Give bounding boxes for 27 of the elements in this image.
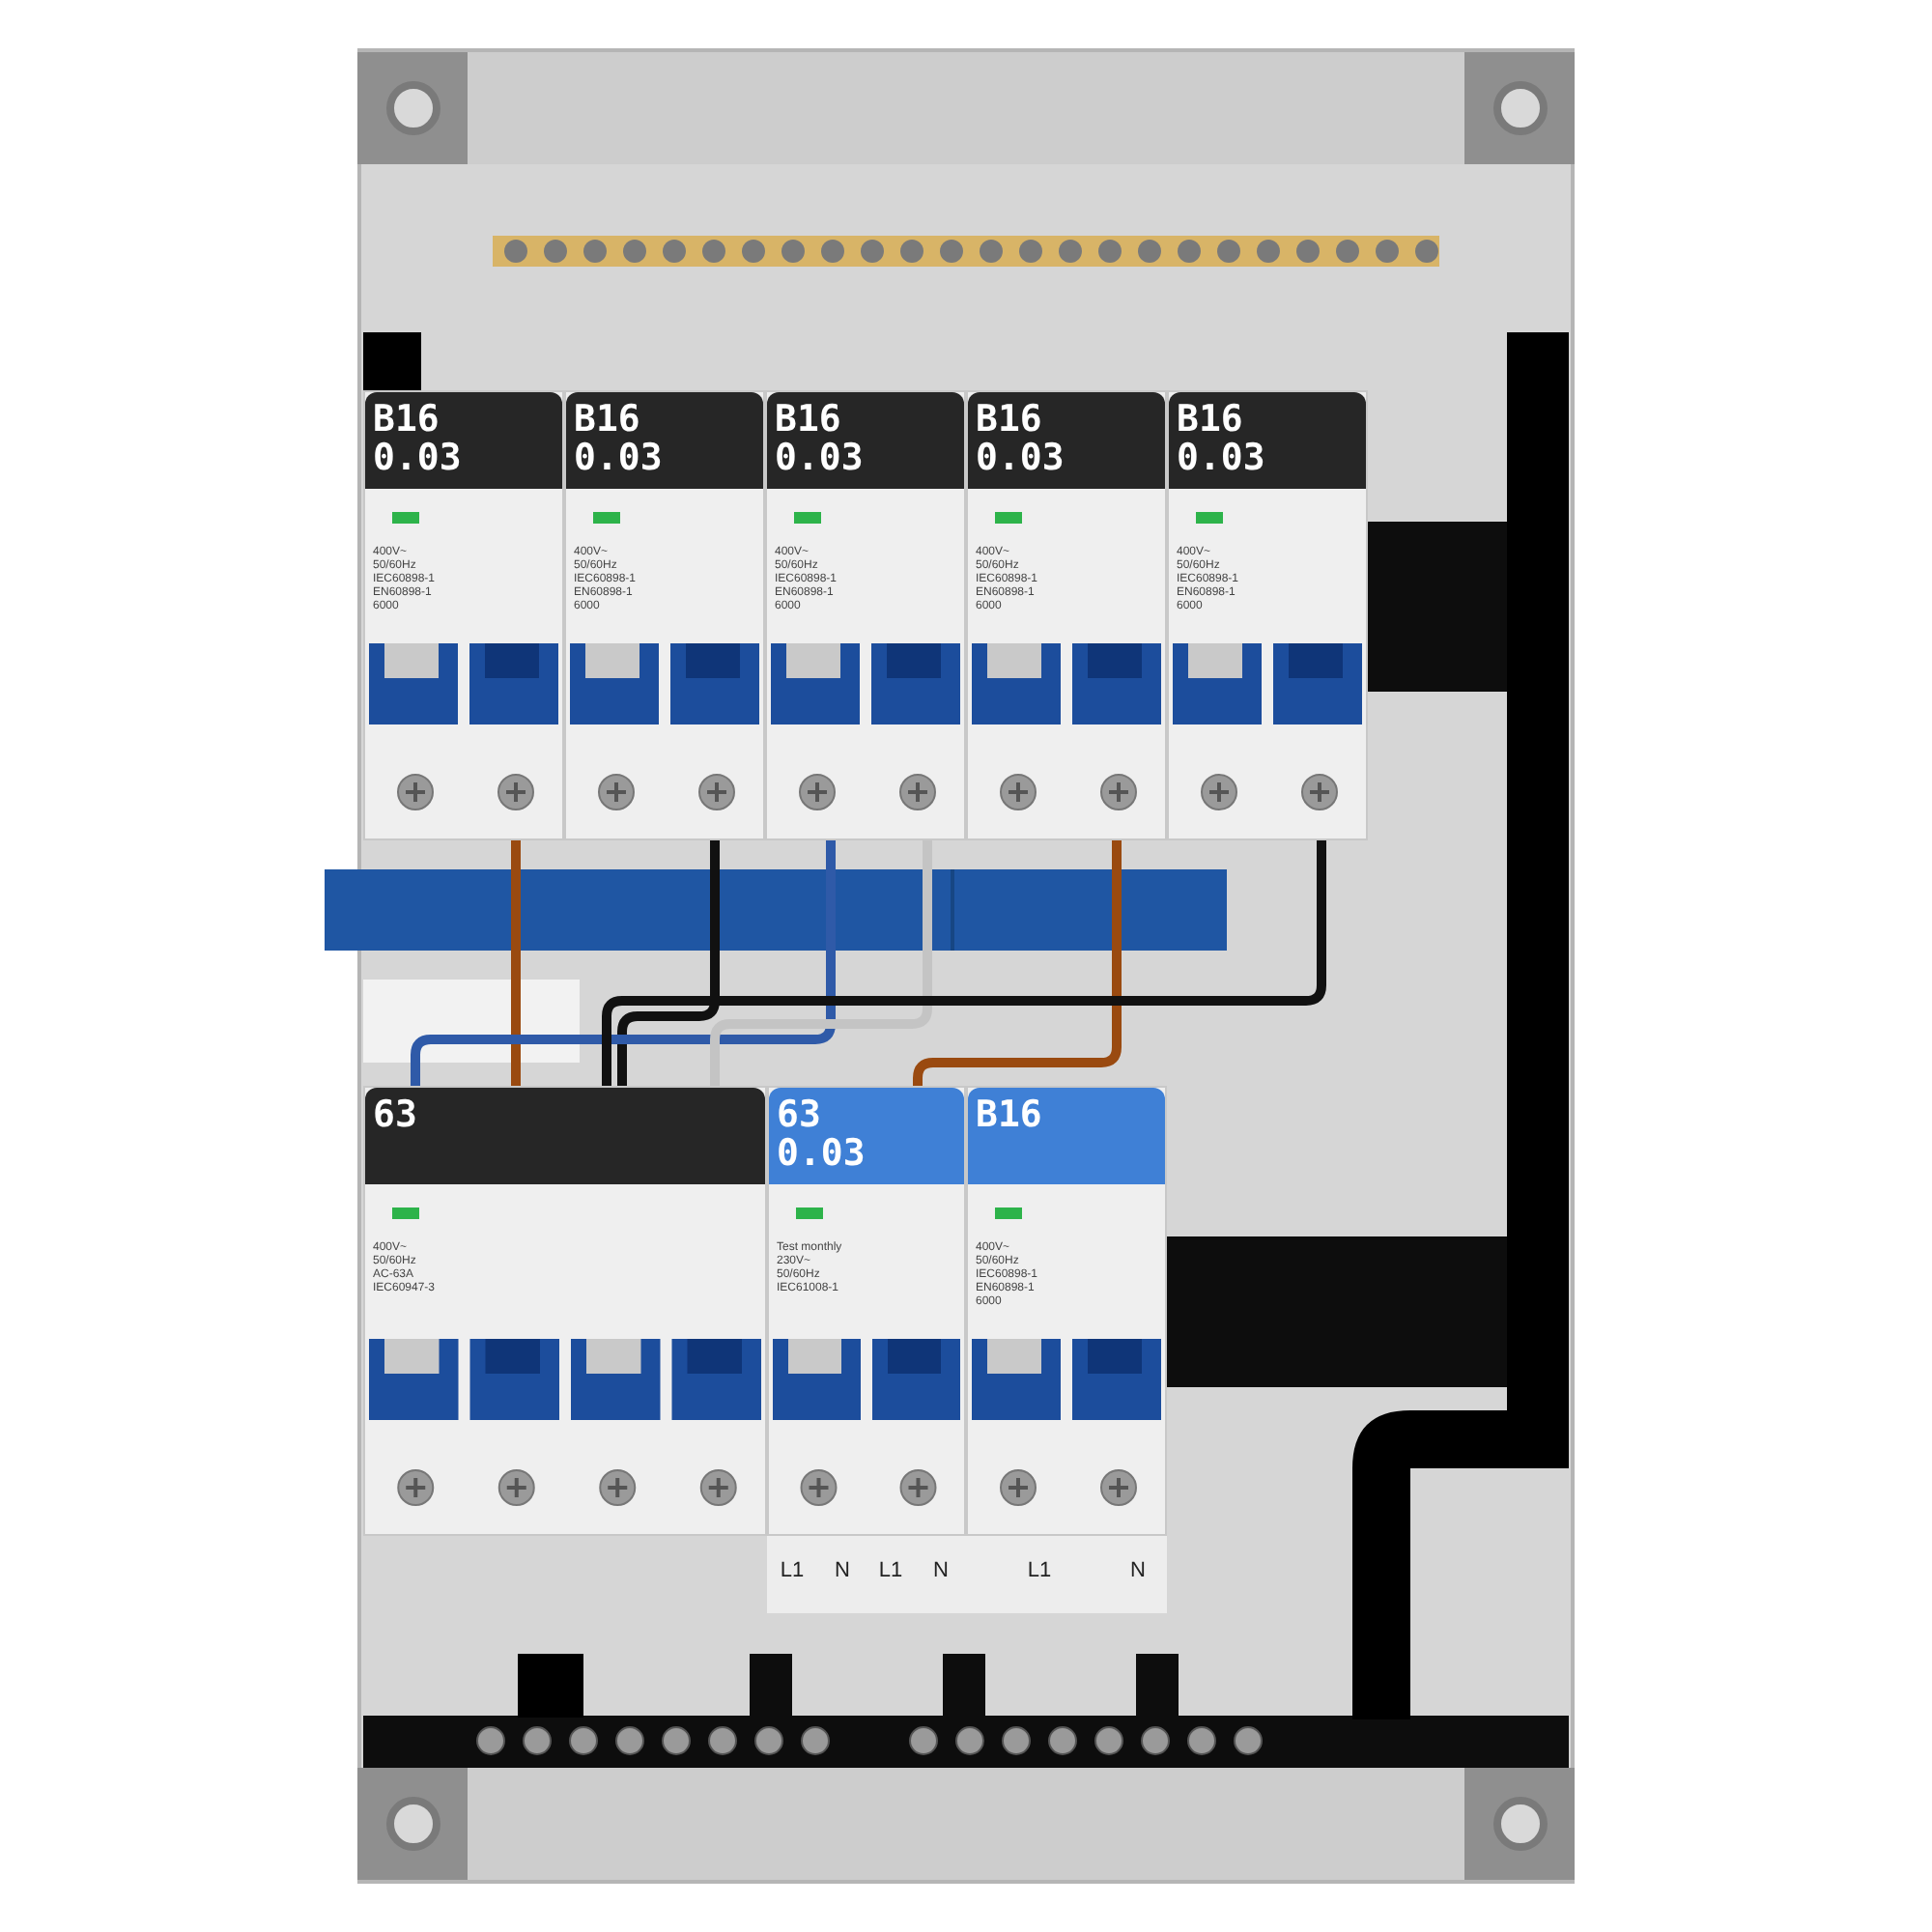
wire xyxy=(511,840,521,1086)
rating-text: B16 0.03 xyxy=(373,400,464,477)
wire xyxy=(602,840,1326,1086)
wire xyxy=(617,840,720,1086)
circuit-breaker xyxy=(966,1086,1167,1536)
rating-text: B16 xyxy=(976,1095,1044,1134)
wire xyxy=(913,840,1122,1086)
terminal-label: L1 xyxy=(878,1557,903,1586)
terminal-label: N xyxy=(933,1557,949,1586)
rating-text: 63 0.03 xyxy=(777,1095,867,1173)
circuit-breaker xyxy=(1167,390,1368,840)
circuit-breaker xyxy=(363,1086,767,1536)
circuit-breaker xyxy=(564,390,765,840)
circuit-breaker xyxy=(765,390,966,840)
rating-text: B16 0.03 xyxy=(574,400,665,477)
wire xyxy=(710,840,932,1086)
circuit-breaker xyxy=(966,390,1167,840)
rating-text: B16 0.03 xyxy=(775,400,866,477)
rating-text: 63 xyxy=(373,1095,419,1134)
terminal-label: N xyxy=(1130,1557,1146,1586)
terminal-label: L1 xyxy=(780,1557,805,1586)
circuit-breaker xyxy=(363,390,564,840)
terminal-label: L1 xyxy=(1027,1557,1052,1586)
circuit-breaker xyxy=(767,1086,966,1536)
rating-text: B16 0.03 xyxy=(976,400,1066,477)
rating-text: B16 0.03 xyxy=(1177,400,1267,477)
terminal-label: N xyxy=(835,1557,850,1586)
